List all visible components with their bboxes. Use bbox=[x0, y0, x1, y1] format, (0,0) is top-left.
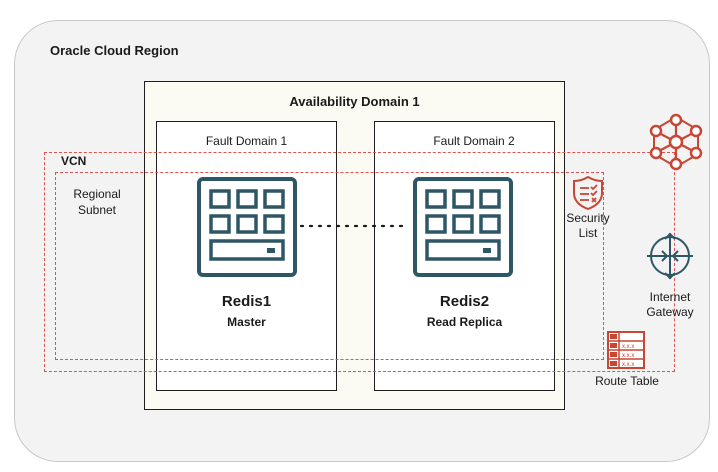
redis2-role: Read Replica bbox=[426, 315, 503, 329]
availability-domain-title: Availability Domain 1 bbox=[289, 94, 420, 109]
server-icon bbox=[197, 177, 297, 277]
security-list-label: Security List bbox=[558, 211, 618, 241]
redis1-role: Master bbox=[227, 315, 266, 329]
internet-gateway-label: Internet Gateway bbox=[638, 290, 702, 320]
fault-domain-2-title: Fault Domain 2 bbox=[433, 134, 515, 148]
internet-gateway-icon bbox=[647, 232, 693, 280]
route-table-cell: x.x.x bbox=[622, 362, 634, 368]
security-list-label-line2: List bbox=[578, 226, 598, 240]
server-icon bbox=[413, 177, 513, 277]
redis2-name: Redis2 bbox=[439, 293, 490, 310]
redis1-name: Redis1 bbox=[221, 293, 272, 310]
regional-subnet-label: Regional Subnet bbox=[66, 186, 128, 218]
fault-domain-1-box bbox=[156, 121, 337, 391]
region-title: Oracle Cloud Region bbox=[50, 43, 179, 58]
fault-domain-2-box bbox=[374, 121, 555, 391]
replication-connector bbox=[299, 224, 411, 228]
fault-domain-1-title: Fault Domain 1 bbox=[205, 134, 288, 148]
regional-subnet-label-line1: Regional bbox=[73, 187, 121, 201]
route-table-label: Route Table bbox=[595, 374, 659, 388]
route-table-cell: x.x.x bbox=[622, 353, 634, 359]
internet-gateway-label-line1: Internet bbox=[649, 290, 691, 304]
internet-gateway-label-line2: Gateway bbox=[646, 305, 694, 319]
security-list-icon bbox=[573, 175, 603, 211]
route-table-icon: x.x.x x.x.x x.x.x bbox=[607, 331, 645, 369]
regional-subnet-boundary bbox=[55, 172, 604, 360]
regional-subnet-label-line2: Subnet bbox=[77, 203, 117, 217]
vcn-boundary bbox=[44, 152, 675, 372]
vcn-network-icon bbox=[649, 113, 703, 171]
route-table-cell: x.x.x bbox=[622, 344, 634, 350]
vcn-title: VCN bbox=[61, 154, 87, 168]
security-list-label-line1: Security bbox=[566, 211, 610, 225]
